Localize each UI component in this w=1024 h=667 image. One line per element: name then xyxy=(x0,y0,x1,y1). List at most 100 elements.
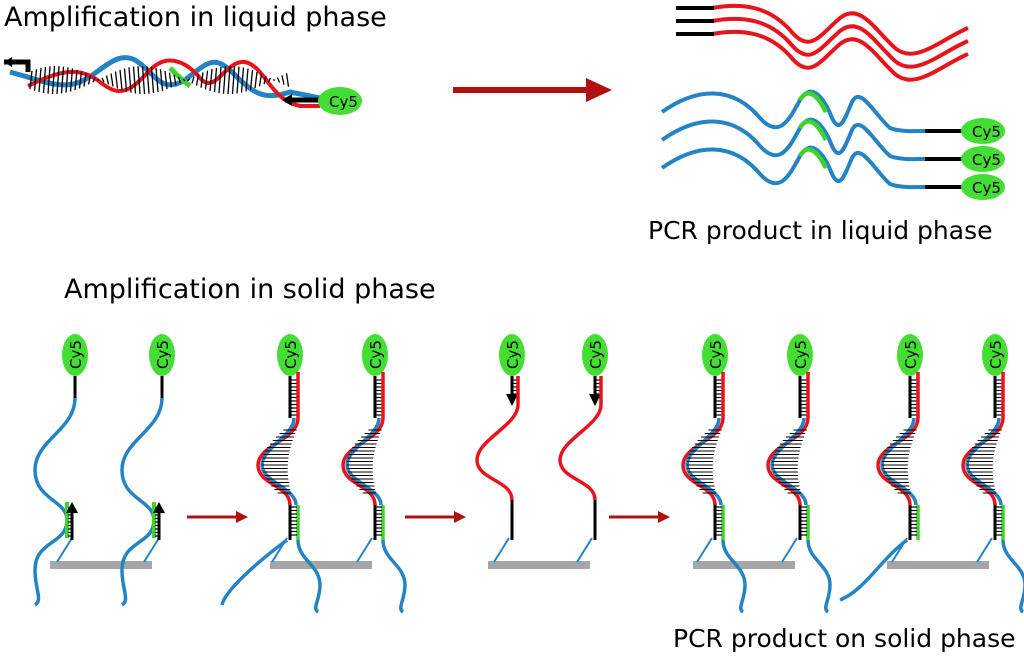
liquid-base-pair xyxy=(236,66,240,94)
solid-blue-tail xyxy=(839,538,909,602)
liquid-cy5-label: Cy5 xyxy=(329,93,358,111)
liquid-base-pair xyxy=(182,78,186,82)
title-liquid-phase: Amplification in liquid phase xyxy=(4,2,387,33)
solid-blue-tail xyxy=(220,538,289,606)
solid-red-strand xyxy=(766,372,810,506)
liquid-base-pair xyxy=(114,71,119,89)
liquid-base-pair xyxy=(60,66,65,94)
solid-step-arrowhead-1 xyxy=(236,511,248,523)
liquid-base-pair xyxy=(218,66,222,94)
liquid-base-pair xyxy=(42,66,47,94)
solid-linker xyxy=(143,537,160,563)
solid-primer-arrowhead xyxy=(506,394,518,406)
solid-linker xyxy=(56,537,73,563)
liquid-base-pair xyxy=(272,79,276,81)
solid-red-strand xyxy=(475,376,520,501)
solid-blue-tail xyxy=(296,539,322,614)
solid-cy5-label: Cy5 xyxy=(367,340,385,369)
liquid-blue-product-strand xyxy=(660,117,926,162)
liquid-base-pair xyxy=(276,77,281,83)
caption-solid-product: PCR product on solid phase xyxy=(673,624,1016,653)
solid-linker xyxy=(781,537,798,563)
liquid-base-pair xyxy=(240,67,245,93)
caption-liquid-product: PCR product in liquid phase xyxy=(648,216,993,245)
solid-red-strand xyxy=(961,372,1005,506)
liquid-base-pair xyxy=(150,66,155,94)
liquid-blue-product-strand xyxy=(660,145,926,190)
solid-red-strand xyxy=(256,372,300,506)
liquid-base-pair xyxy=(38,67,42,93)
solid-red-strand xyxy=(681,372,725,506)
liquid-product-cy5-label: Cy5 xyxy=(972,123,1001,141)
liquid-red-products xyxy=(676,3,969,82)
solid-cy5-label: Cy5 xyxy=(987,340,1005,369)
liquid-base-pair xyxy=(123,68,128,92)
liquid-base-pair xyxy=(222,66,227,94)
solid-blue-tail xyxy=(806,539,832,614)
solid-red-strand xyxy=(876,372,920,506)
solid-cy5-label: Cy5 xyxy=(154,340,172,369)
liquid-product-cy5-dye xyxy=(961,174,1005,200)
solid-linker xyxy=(696,537,713,563)
liquid-base-pair xyxy=(195,74,200,86)
liquid-base-pair xyxy=(191,76,195,84)
liquid-base-pair xyxy=(267,77,272,83)
solid-panel: Cy5 Cy5 xyxy=(220,334,407,614)
title-solid-phase: Amplification in solid phase xyxy=(64,274,436,305)
liquid-base-pair xyxy=(168,72,173,88)
solid-cy5-dye xyxy=(702,334,728,376)
liquid-dna-duplex: Cy5 xyxy=(4,55,362,115)
liquid-base-pair xyxy=(69,68,74,92)
liquid-primer-right-head xyxy=(282,94,292,106)
liquid-red-strand xyxy=(27,58,320,108)
liquid-base-pair xyxy=(173,74,177,86)
solid-blue-tail xyxy=(381,539,407,614)
liquid-base-pair xyxy=(245,68,249,92)
liquid-product-cy5-dye xyxy=(961,146,1005,172)
liquid-base-pair xyxy=(87,75,92,85)
liquid-red-product-strand xyxy=(711,16,969,69)
solid-linker xyxy=(493,537,510,563)
solid-primer-arrowhead xyxy=(589,394,601,406)
liquid-base-pair xyxy=(200,72,204,88)
solid-cy5-label: Cy5 xyxy=(707,340,725,369)
liquid-primer-left-head xyxy=(4,57,12,67)
liquid-base-pair xyxy=(132,66,137,94)
liquid-product-cy5-dye xyxy=(961,118,1005,144)
liquid-base-pair xyxy=(92,77,96,83)
liquid-base-pair xyxy=(101,77,105,83)
solid-cy5-dye xyxy=(149,334,175,376)
liquid-blue-product-green xyxy=(798,91,829,114)
liquid-blue-product-green xyxy=(798,119,829,142)
liquid-base-pair xyxy=(263,75,267,85)
solid-red-strand xyxy=(558,376,603,501)
solid-cy5-dye xyxy=(582,334,608,376)
solid-cy5-dye xyxy=(499,334,525,376)
liquid-base-pair xyxy=(155,67,159,93)
liquid-base-pair xyxy=(186,78,191,82)
liquid-blue-product-strand xyxy=(660,89,926,134)
liquid-base-pair xyxy=(231,66,236,94)
liquid-base-pair xyxy=(78,71,83,89)
liquid-blue-product-green xyxy=(798,147,829,170)
liquid-base-pair xyxy=(33,69,38,91)
liquid-base-pair xyxy=(146,66,150,94)
solid-cy5-label: Cy5 xyxy=(67,340,85,369)
liquid-base-pairs xyxy=(29,65,290,95)
liquid-base-pair xyxy=(285,73,290,87)
liquid-base-pair xyxy=(249,69,254,91)
liquid-base-pair xyxy=(83,73,87,87)
liquid-base-pair xyxy=(110,73,114,87)
solid-cy5-dye xyxy=(787,334,813,376)
liquid-base-pair xyxy=(204,70,209,90)
solid-step-arrows xyxy=(187,511,670,523)
liquid-base-pair xyxy=(51,65,56,95)
liquid-base-pair xyxy=(65,67,69,93)
liquid-base-pair xyxy=(281,75,285,85)
liquid-base-pair xyxy=(74,69,78,91)
solid-cy5-label: Cy5 xyxy=(282,340,300,369)
